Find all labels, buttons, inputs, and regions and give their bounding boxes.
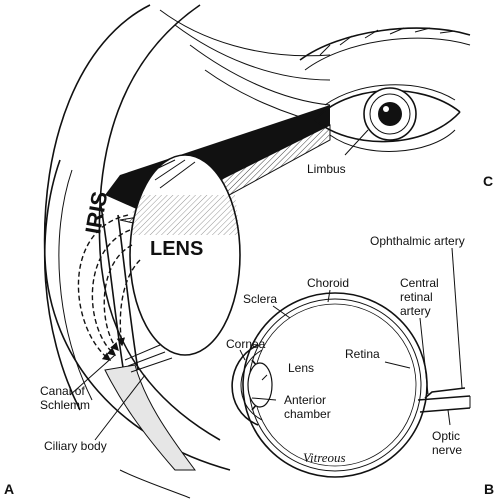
central-retinal-artery-line-1: Central: [400, 276, 439, 290]
optic-nerve-label: Optic nerve: [432, 429, 463, 457]
anterior-chamber-line-1: Anterior: [284, 393, 326, 407]
ciliary-body-label: Ciliary body: [44, 439, 107, 453]
ophthalmic-artery-label: Ophthalmic artery: [370, 234, 465, 248]
lens-text: LENS: [150, 238, 203, 260]
panel-letter-a: A: [4, 481, 14, 497]
panel-a-illustration: IRIS LENS: [43, 4, 331, 499]
panel-letter-b: B: [484, 481, 494, 497]
central-retinal-artery-line-2: retinal: [400, 290, 433, 304]
sclera-label: Sclera: [243, 292, 277, 306]
optic-nerve-line-2: nerve: [432, 443, 462, 457]
panel-c-illustration: [299, 27, 471, 156]
limbus-label: Limbus: [307, 162, 346, 176]
central-retinal-artery-line-3: artery: [400, 304, 431, 318]
retina-label: Retina: [345, 347, 380, 361]
optic-nerve-line-1: Optic: [432, 429, 460, 443]
central-retinal-artery-label: Central retinal artery: [400, 276, 442, 318]
canal-of-schlemm-line-2: Schlemm: [40, 398, 90, 412]
iris-text: IRIS: [80, 189, 112, 235]
lens-label: Lens: [288, 361, 314, 375]
panel-b-illustration: [231, 247, 471, 478]
canal-of-schlemm-label: Canal of Schlemm: [40, 384, 90, 412]
canal-of-schlemm-line-1: Canal of: [40, 384, 85, 398]
choroid-label: Choroid: [307, 276, 349, 290]
cornea-label: Cornea: [226, 337, 266, 351]
anterior-chamber-line-2: chamber: [284, 407, 331, 421]
panel-letter-c: C: [483, 173, 493, 189]
vitreous-label: Vitreous: [303, 450, 346, 465]
anterior-chamber-label: Anterior chamber: [284, 393, 331, 421]
